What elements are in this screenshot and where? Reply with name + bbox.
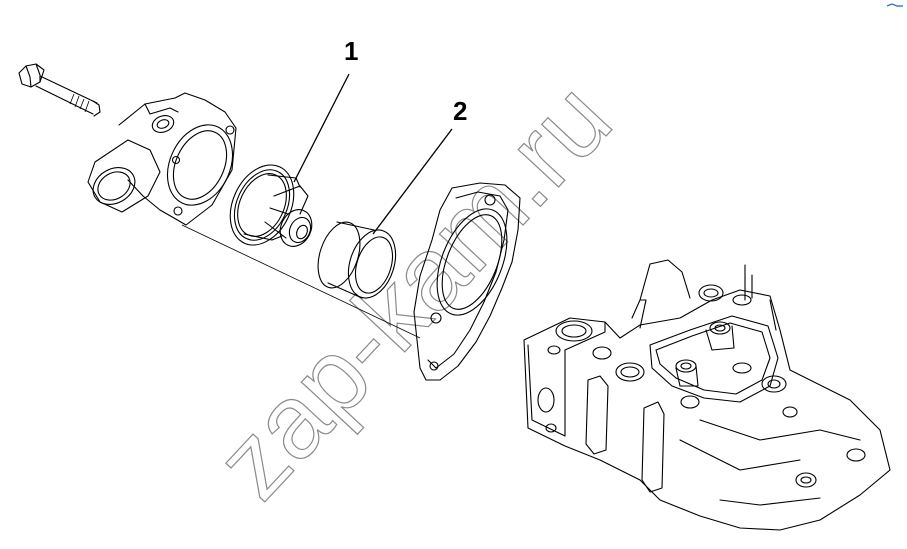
cylinder-head xyxy=(523,259,891,531)
thermostat-housing xyxy=(87,92,237,226)
corner-mark xyxy=(886,3,903,7)
leader-line-2 xyxy=(372,128,453,235)
callout-2: 2 xyxy=(453,96,467,126)
thermostat xyxy=(229,164,313,247)
assembly-axis xyxy=(181,224,421,339)
gasket xyxy=(413,182,521,381)
bolt xyxy=(18,63,101,117)
seal-ring xyxy=(317,221,397,299)
watermark: zap-kam.ru xyxy=(194,61,634,521)
callout-1: 1 xyxy=(344,36,358,66)
leader-line-1 xyxy=(293,73,350,183)
